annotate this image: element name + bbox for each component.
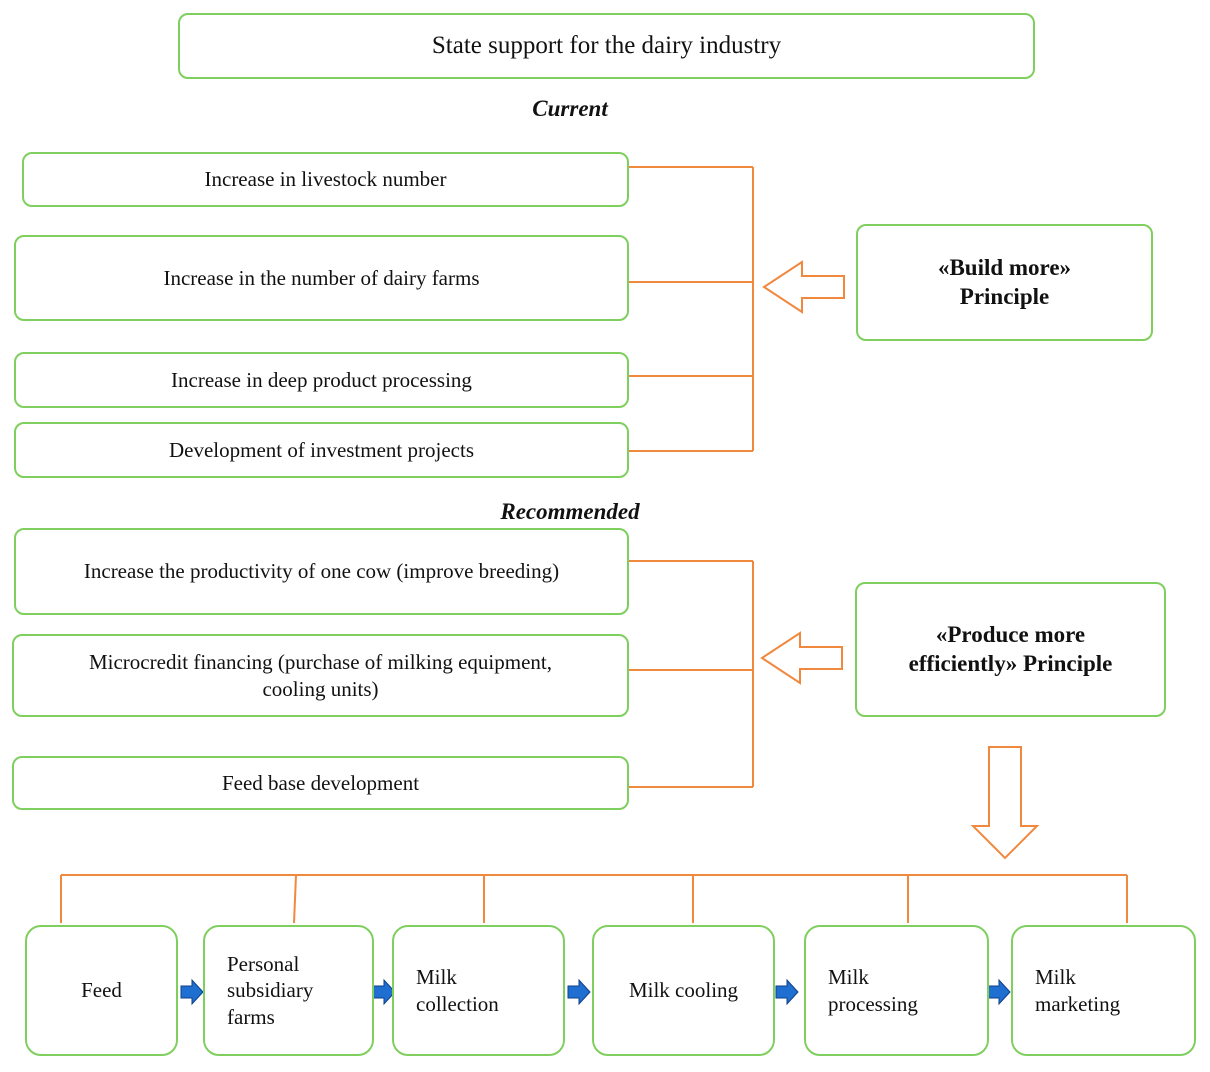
chain-step-label: Feed	[81, 978, 122, 1003]
current-heading: Current	[532, 96, 608, 121]
current-item-label: Increase in deep product processing	[171, 367, 472, 392]
diagram-title: State support for the dairy industry	[178, 13, 1035, 79]
current-item: Increase in the number of dairy farms	[14, 235, 629, 321]
chain-step-feed: Feed	[25, 925, 178, 1056]
chain-step-label: Personal subsidiary farms	[227, 952, 314, 1029]
principle-line: efficiently» Principle	[908, 650, 1113, 676]
current-item-label: Development of investment projects	[168, 437, 474, 462]
chain-arrow-icon	[775, 978, 799, 1006]
recommended-item-label: cooling units)	[262, 676, 379, 701]
chain-step-milk-marketing: Milk marketing	[1011, 925, 1196, 1056]
recommended-item: Increase the productivity of one cow (im…	[14, 528, 629, 615]
chain-step-milk-cooling: Milk cooling	[592, 925, 775, 1056]
recommended-heading: Recommended	[500, 499, 640, 524]
build-more-principle-box: «Build more» Principle	[856, 224, 1153, 341]
recommended-bracket	[629, 560, 754, 788]
current-bracket	[629, 166, 754, 452]
recommended-item: Feed base development	[12, 756, 629, 810]
current-item: Development of investment projects	[14, 422, 629, 478]
chain-arrow-icon	[180, 978, 204, 1006]
chain-step-label: Milk marketing	[1035, 965, 1121, 1016]
current-item-label: Increase in livestock number	[204, 167, 447, 192]
recommended-item-label: Increase the productivity of one cow (im…	[83, 559, 560, 584]
chain-step-personal-farms: Personal subsidiary farms	[203, 925, 374, 1056]
produce-efficiently-principle-box: «Produce more efficiently» Principle	[855, 582, 1166, 717]
chain-bracket	[60, 874, 1128, 924]
chain-arrow-icon	[987, 978, 1011, 1006]
recommended-item: Microcredit financing (purchase of milki…	[12, 634, 629, 717]
produce-efficiently-arrow-icon	[760, 631, 843, 685]
chain-step-milk-processing: Milk processing	[804, 925, 989, 1056]
chain-step-milk-collection: Milk collection	[392, 925, 565, 1056]
chain-arrow-icon	[567, 978, 591, 1006]
chain-step-label: Milk collection	[416, 965, 499, 1016]
down-arrow-icon	[970, 746, 1040, 860]
chain-arrow-icon	[372, 978, 396, 1006]
current-item: Increase in deep product processing	[14, 352, 629, 408]
recommended-item-label: Feed base development	[221, 770, 420, 795]
chain-step-label: Milk processing	[828, 965, 918, 1016]
recommended-item-label: Microcredit financing (purchase of milki…	[88, 650, 553, 675]
build-more-arrow-icon	[762, 260, 845, 314]
current-item-label: Increase in the number of dairy farms	[163, 265, 480, 290]
current-item: Increase in livestock number	[22, 152, 629, 207]
principle-line: «Produce more	[935, 621, 1086, 647]
principle-line: «Build more»	[937, 254, 1072, 280]
diagram-title-text: State support for the dairy industry	[431, 32, 782, 60]
principle-line: Principle	[959, 283, 1050, 309]
chain-step-label: Milk cooling	[628, 978, 739, 1003]
